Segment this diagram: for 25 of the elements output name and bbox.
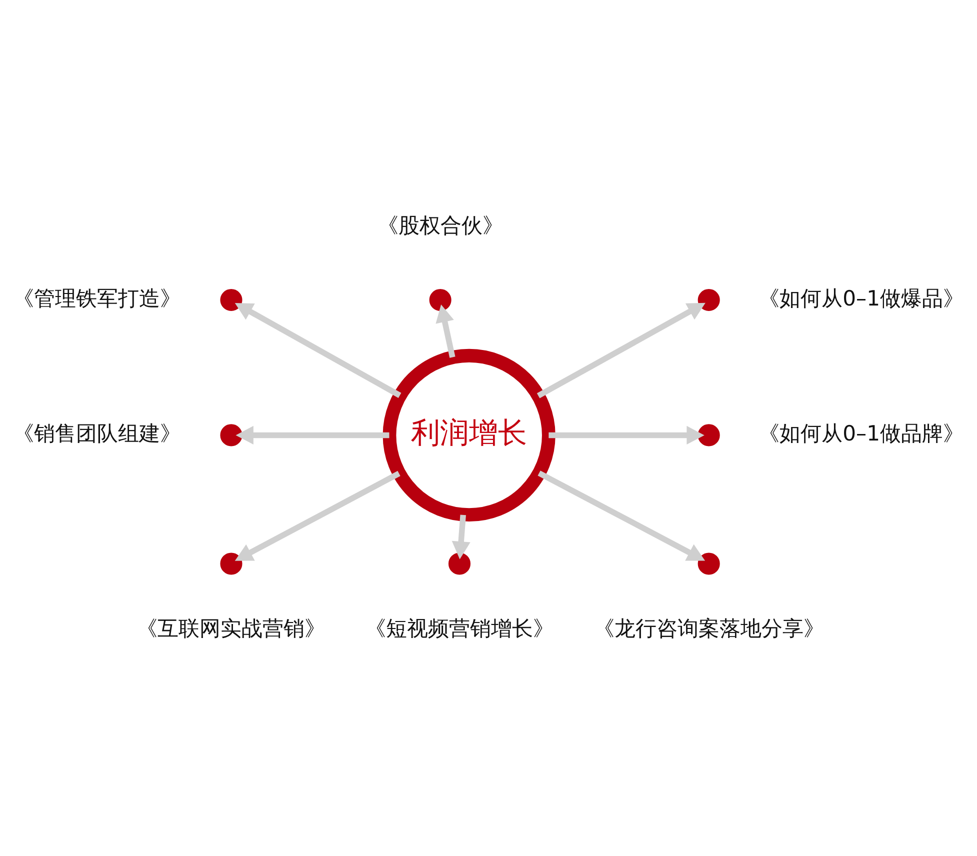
arrow [236,425,390,444]
node-circle [220,288,242,311]
arrow [234,470,400,560]
node-circle [220,424,242,446]
node-label: 《龙行咨询案落地分享》 [593,614,824,640]
arrow [436,304,456,358]
node-label: 《股权合伙》 [377,212,504,237]
node-circle [429,288,452,311]
arrow [548,425,704,444]
node-label: 《如何从0–1做爆品》 [758,284,964,310]
arrow [452,514,470,559]
node-label: 《如何从0–1做品牌》 [758,420,964,446]
arrow [234,302,402,398]
node-circle [448,552,471,574]
node-circle [220,552,242,574]
node-circle [698,552,720,574]
node-label: 《管理铁军打造》 [12,284,181,310]
node-circle: 利润增长 [382,348,556,522]
node-label: 《短视频营销增长》 [364,614,554,640]
node-label: 《互联网实战营销》 [136,614,326,640]
node-circle [698,424,720,446]
node-circle [698,288,720,311]
node-label: 《销售团队组建》 [12,420,181,446]
arrow [538,470,706,560]
arrow [536,302,706,398]
